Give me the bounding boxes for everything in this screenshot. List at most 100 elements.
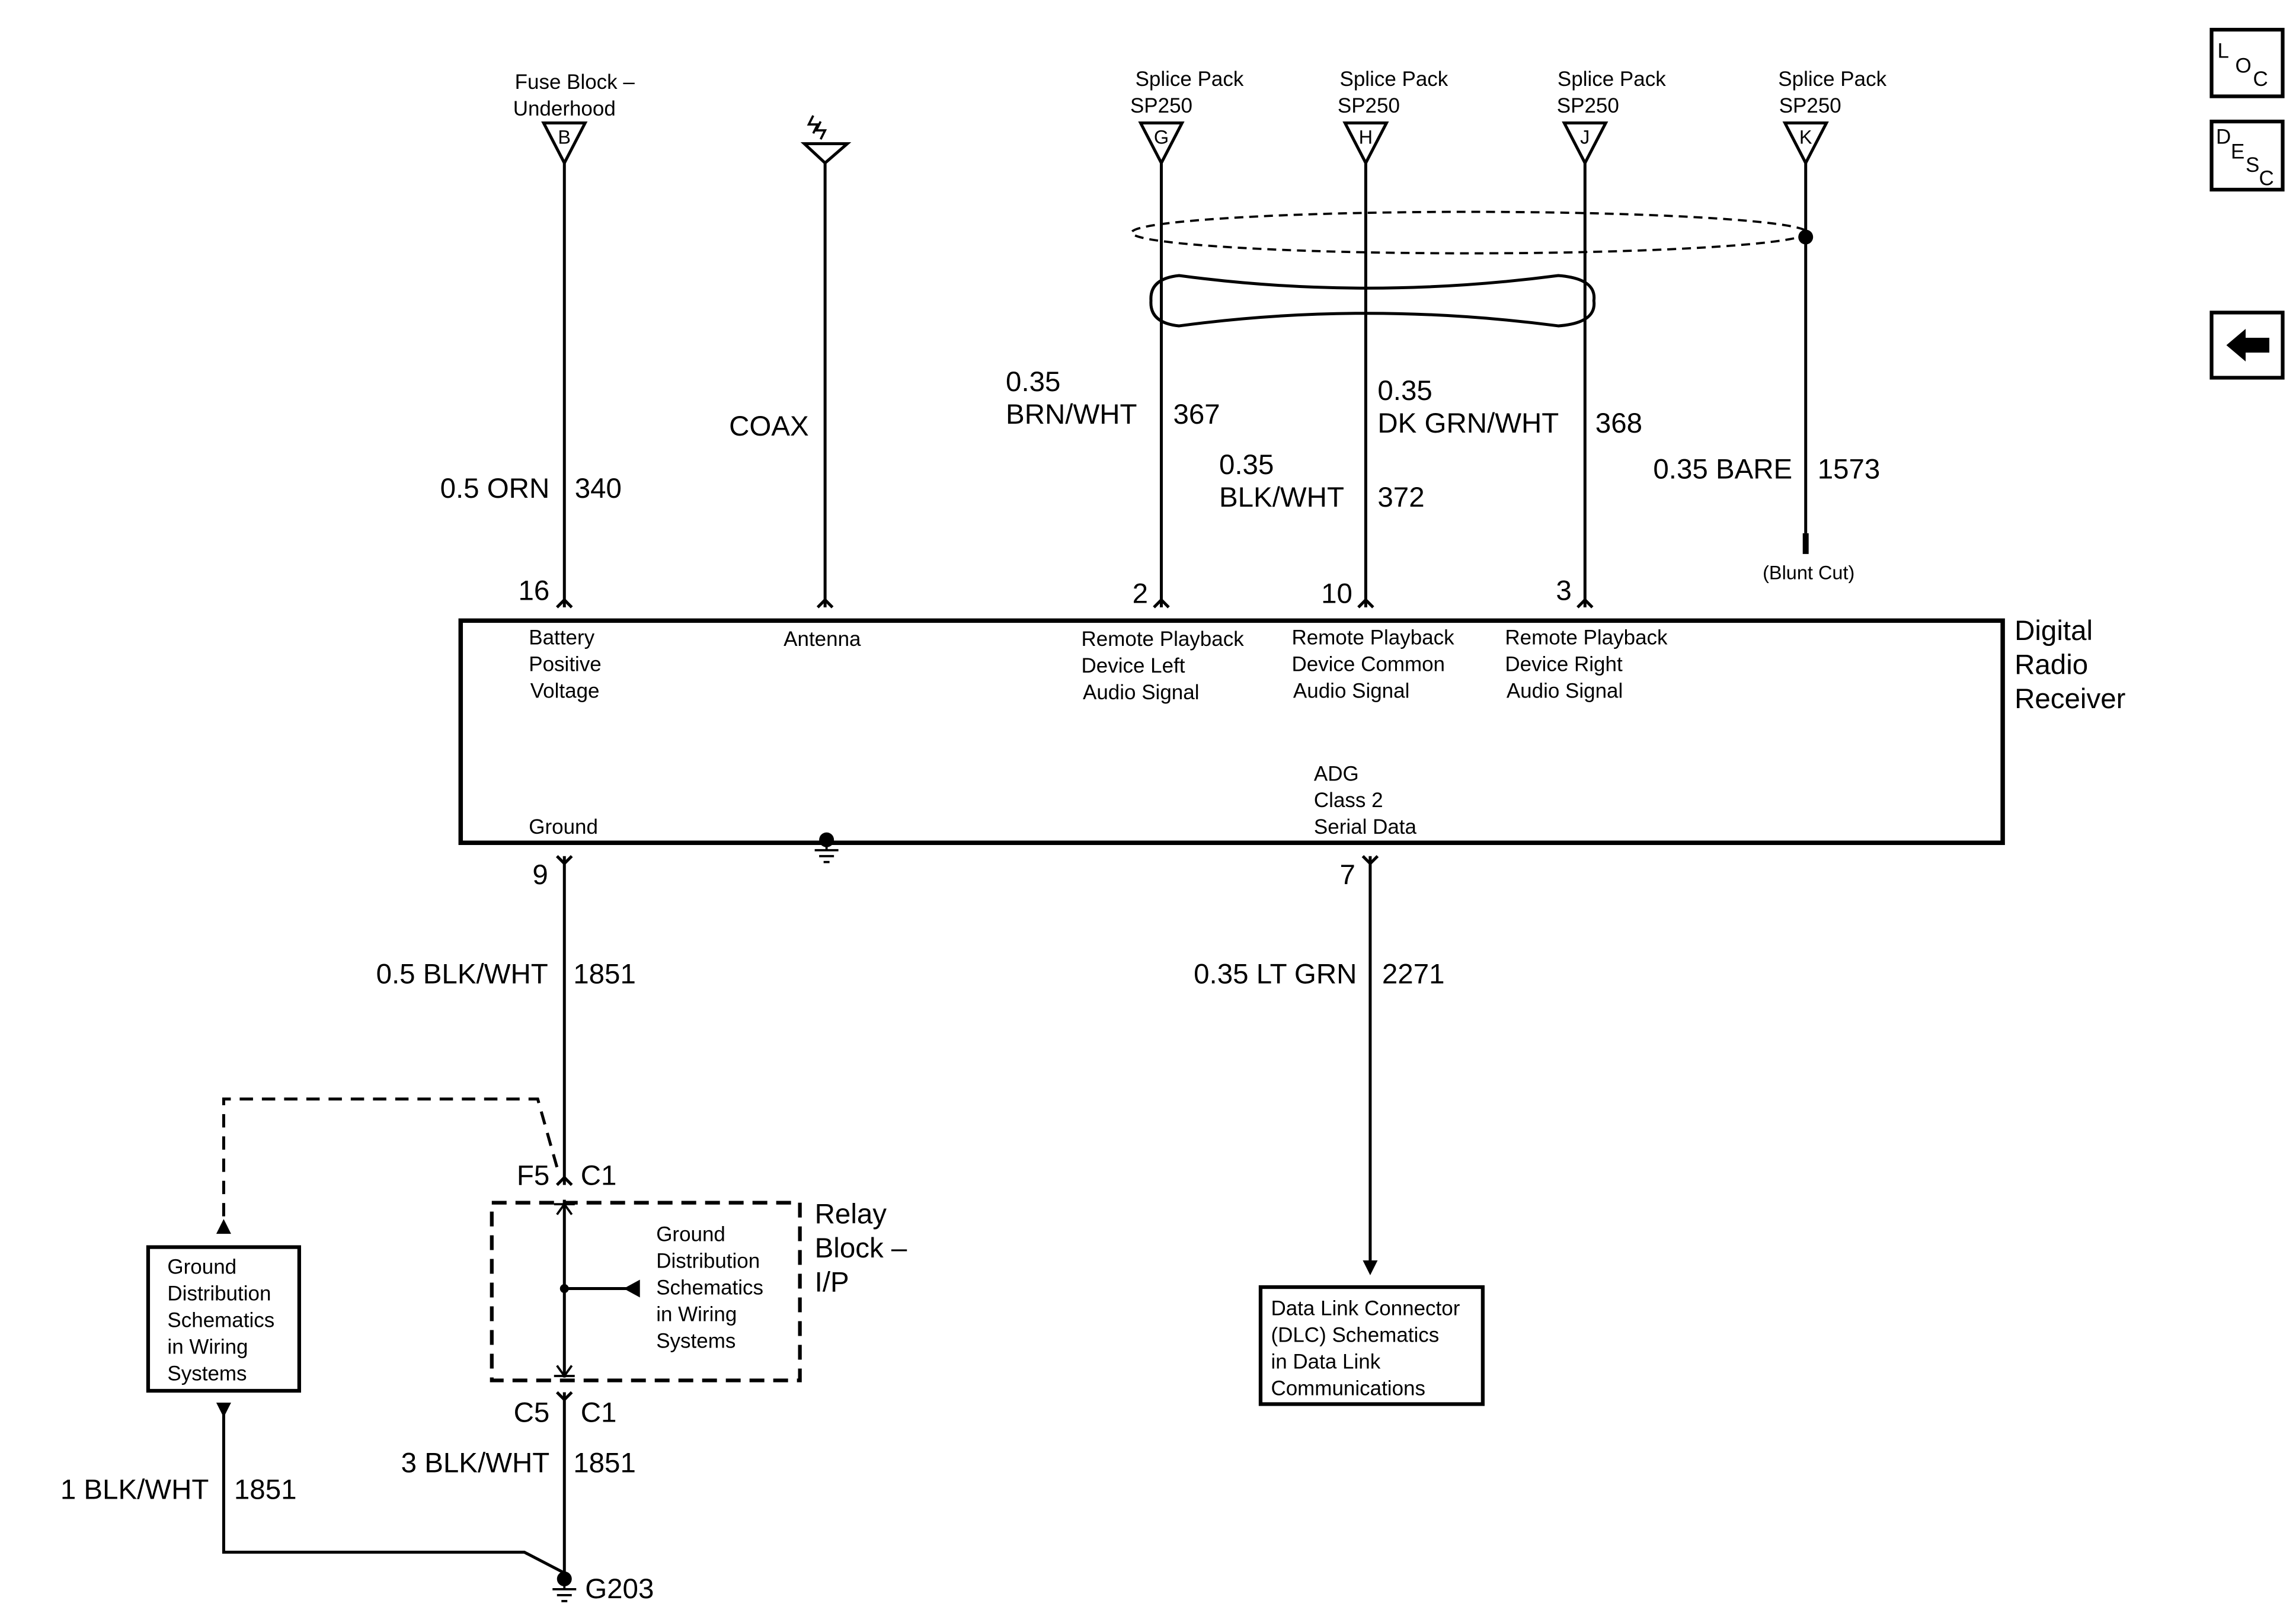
- pin-10-desc: Audio Signal: [1293, 679, 1409, 702]
- blunt-cut-note: (Blunt Cut): [1763, 562, 1854, 583]
- ref-text: in Data Link: [1271, 1350, 1380, 1374]
- ref-text: Data Link Connector: [1271, 1297, 1460, 1320]
- pin-9-desc: Ground: [529, 815, 598, 838]
- wire-2271-label: 0.35 LT GRN: [1194, 959, 1357, 990]
- relay-note: in Wiring: [656, 1303, 737, 1326]
- pin-3: 3: [1556, 575, 1571, 606]
- arrow-up-icon: [216, 1219, 231, 1234]
- loc-button[interactable]: L O C: [2209, 27, 2285, 98]
- ref-text: Communications: [1271, 1377, 1425, 1400]
- pin-16-desc: Battery: [529, 626, 594, 649]
- dlc-ref[interactable]: Data Link Connector (DLC) Schematics in …: [1258, 1285, 1485, 1406]
- receiver-title-line3: Receiver: [2014, 683, 2125, 715]
- pin-3-desc: Remote Playback: [1505, 626, 1668, 649]
- relay-note: Schematics: [656, 1276, 763, 1300]
- pin-7-desc: ADG: [1314, 762, 1359, 785]
- splice-pack-label: Splice Pack: [1136, 68, 1244, 91]
- twisted-pair-symbol: [1149, 274, 1596, 328]
- ref-text: Distribution: [167, 1282, 271, 1305]
- pin-7-desc: Serial Data: [1314, 815, 1417, 838]
- relay-block-title: I/P: [815, 1267, 849, 1298]
- arrow-left-icon: [623, 1279, 640, 1298]
- connector-triangle-icon: [1562, 121, 1609, 167]
- splice-pack-g: Splice Pack SP250 G: [1130, 68, 1244, 167]
- fuse-block-label: Fuse Block –: [515, 71, 635, 94]
- desc-letter-s: S: [2246, 153, 2259, 177]
- wire-367-size: 0.35: [1006, 366, 1060, 398]
- splice-pin-label: G: [1154, 127, 1169, 148]
- pin-7: 7: [1340, 859, 1355, 891]
- pin-10: 10: [1321, 578, 1352, 609]
- antenna-icon: [800, 142, 852, 165]
- pin-3-desc: Audio Signal: [1507, 679, 1623, 702]
- ref-text: Systems: [167, 1362, 247, 1385]
- desc-letter-e: E: [2231, 140, 2244, 164]
- fuse-pin-label: B: [558, 127, 571, 148]
- splice-pin-label: K: [1799, 127, 1812, 148]
- wire-372-circuit: 372: [1377, 482, 1424, 513]
- shield-symbol: [1130, 210, 1814, 328]
- wire-2271-circuit: 2271: [1382, 959, 1445, 990]
- ref-text: in Wiring: [167, 1336, 248, 1359]
- ref-text: Schematics: [167, 1309, 274, 1332]
- antenna-symbol: [800, 115, 852, 165]
- pin-10-desc: Remote Playback: [1291, 626, 1454, 649]
- ground-label: G203: [585, 1573, 654, 1605]
- relay-bottom-pin: C5: [514, 1397, 550, 1428]
- wire-367-circuit: 367: [1173, 399, 1220, 430]
- wire-368-color: DK GRN/WHT: [1377, 408, 1559, 439]
- coax-label: COAX: [729, 411, 809, 442]
- desc-letter-c: C: [2259, 167, 2274, 190]
- wire-1573-label: 0.35 BARE: [1653, 453, 1792, 485]
- ground-g203: G203: [552, 1571, 654, 1605]
- back-arrow-icon: [2226, 328, 2270, 361]
- upper-wires: [555, 163, 1809, 609]
- pin-7-desc: Class 2: [1314, 789, 1383, 812]
- relay-top-pin: F5: [517, 1160, 549, 1192]
- wire-340-circuit: 340: [575, 473, 622, 504]
- pin-2-desc: Remote Playback: [1082, 628, 1245, 651]
- wire-1851b-circuit: 1851: [573, 1447, 636, 1478]
- relay-block-title: Relay: [815, 1199, 887, 1230]
- splice-pack-id: SP250: [1130, 94, 1192, 117]
- loc-letter-c: C: [2253, 68, 2268, 91]
- desc-button[interactable]: D E S C: [2209, 119, 2285, 192]
- pin-2-desc: Device Left: [1082, 654, 1185, 677]
- splice-pack-id: SP250: [1338, 94, 1400, 117]
- splice-pack-label: Splice Pack: [1558, 68, 1666, 91]
- relay-note: Systems: [656, 1330, 736, 1353]
- wire-1851-circuit: 1851: [573, 959, 636, 990]
- relay-note: Ground: [656, 1223, 725, 1246]
- relay-block: F5 C1 Ground Distribution Schematics in …: [490, 1160, 907, 1428]
- wire-372-size: 0.35: [1219, 449, 1274, 481]
- arrow-down-icon: [1363, 1260, 1378, 1276]
- fuse-block-connection: Fuse Block – Underhood B: [513, 71, 635, 167]
- splice-pack-j: Splice Pack SP250 J: [1557, 68, 1666, 167]
- desc-letter-d: D: [2216, 126, 2231, 149]
- pin-3-desc: Device Right: [1505, 652, 1623, 676]
- wire-1851-label: 0.5 BLK/WHT: [376, 959, 548, 990]
- wire-368-circuit: 368: [1595, 408, 1642, 439]
- splice-pack-id: SP250: [1557, 94, 1619, 117]
- back-button[interactable]: [2209, 311, 2285, 380]
- splice-pack-label: Splice Pack: [1778, 68, 1886, 91]
- ground-distribution-ref[interactable]: Ground Distribution Schematics in Wiring…: [146, 1245, 301, 1393]
- splice-pack-h: Splice Pack SP250 H: [1338, 68, 1448, 167]
- relay-bottom-connector: C1: [581, 1397, 617, 1428]
- splice-dot: [1798, 229, 1814, 245]
- ref-text: Ground: [167, 1256, 236, 1279]
- splice-pin-label: H: [1359, 127, 1373, 148]
- pin-2: 2: [1133, 578, 1148, 609]
- digital-radio-receiver: Digital Radio Receiver 16 2 10 3 Battery…: [458, 575, 2126, 863]
- splice-pin-label: J: [1580, 127, 1590, 148]
- antenna-pin-desc: Antenna: [784, 628, 861, 651]
- relay-top-connector: C1: [581, 1160, 617, 1192]
- splice-pack-id: SP250: [1779, 94, 1841, 117]
- pin-16-desc: Positive: [529, 652, 602, 676]
- wire-1851b-label: 3 BLK/WHT: [401, 1447, 550, 1478]
- wire-372-color: BLK/WHT: [1219, 482, 1344, 513]
- lower-wires: [555, 854, 1379, 1264]
- ref-text: (DLC) Schematics: [1271, 1324, 1439, 1347]
- arrow-down-icon: [216, 1402, 231, 1417]
